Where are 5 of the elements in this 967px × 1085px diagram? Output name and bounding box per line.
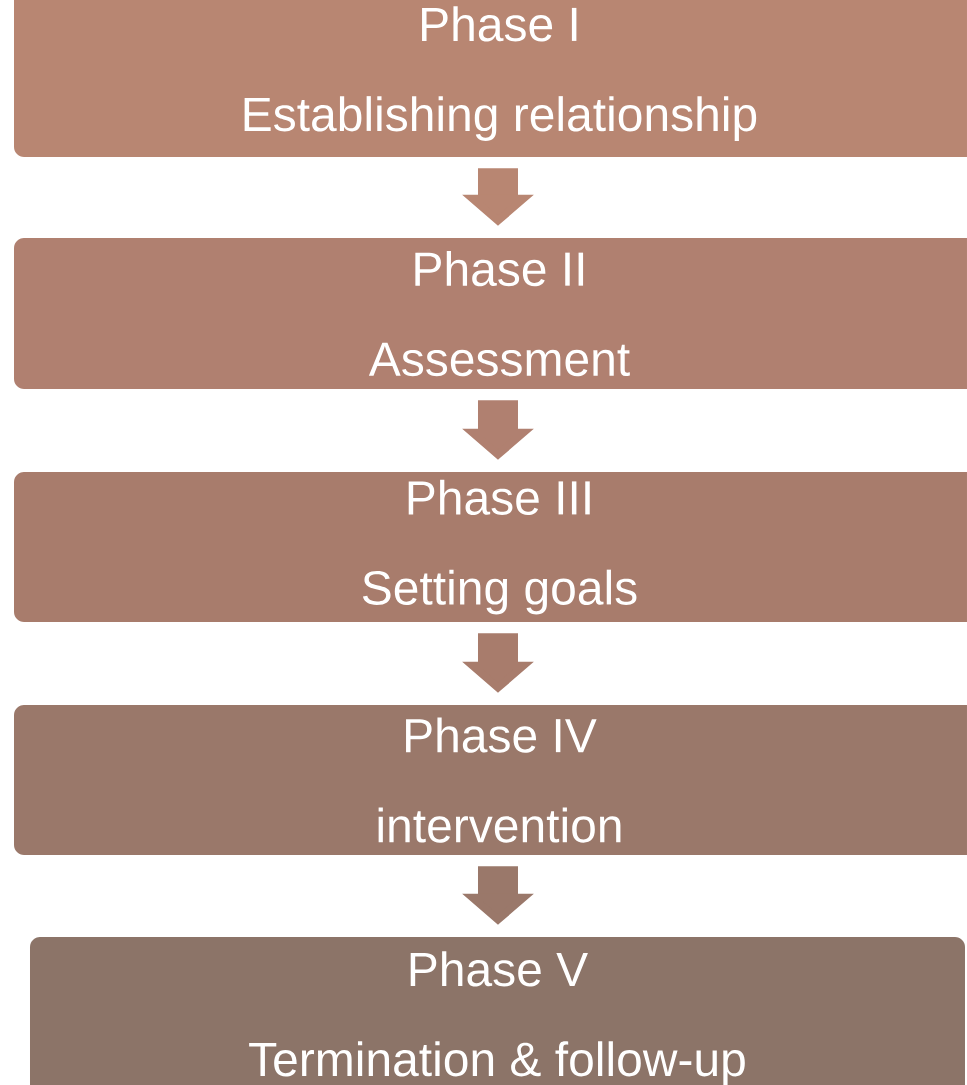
process-box: Phase I Establishing relationship [14,0,967,157]
process-box: Phase IV intervention [14,705,967,855]
process-box: Phase II Assessment [14,238,967,389]
process-box: Phase III Setting goals [14,472,967,622]
process-box: Phase V Termination & follow-up [30,937,965,1085]
